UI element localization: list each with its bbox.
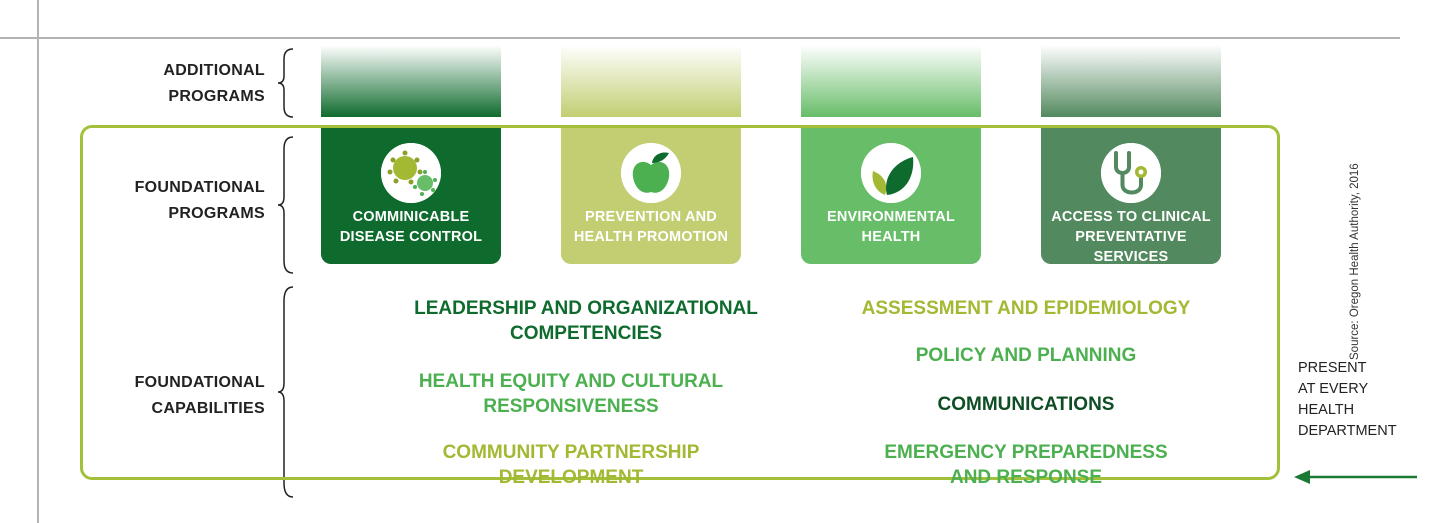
capability-communications: COMMUNICATIONS	[786, 392, 1266, 417]
row-label-foundational-programs: FOUNDATIONAL PROGRAMS	[65, 175, 265, 227]
program-communicable-disease: COMMINICABLE DISEASE CONTROL	[321, 125, 501, 264]
present-note: PRESENT AT EVERY HEALTH DEPARTMENT	[1298, 358, 1428, 442]
arrow-left-icon	[1294, 470, 1417, 484]
row-label-additional-programs: ADDITIONAL PROGRAMS	[65, 58, 265, 110]
capability-community-partnership: COMMUNITY PARTNERSHIP DEVELOPMENT	[331, 440, 811, 490]
source-note: Source: Oregon Health Authority, 2016	[1349, 163, 1361, 360]
capability-line: LEADERSHIP AND ORGANIZATIONAL	[414, 298, 758, 319]
program-environmental-health: ENVIRONMENTAL HEALTH	[801, 125, 981, 264]
capability-line: RESPONSIVENESS	[483, 396, 659, 417]
capability-line: HEALTH EQUITY AND CULTURAL	[418, 371, 724, 392]
capability-policy: POLICY AND PLANNING	[786, 343, 1266, 368]
capability-health-equity: HEALTH EQUITY AND CULTURAL RESPONSIVENES…	[331, 369, 811, 419]
capability-line: EMERGENCY PREPAREDNESS	[884, 442, 1168, 463]
top-axis-line	[0, 37, 1400, 39]
row-label-line: CAPABILITIES	[151, 400, 265, 417]
row-label-line: FOUNDATIONAL	[134, 374, 265, 391]
program-prevention: PREVENTION AND HEALTH PROMOTION	[561, 125, 741, 264]
additional-program-fade-1	[321, 45, 501, 117]
capability-line: COMMUNICATIONS	[937, 394, 1115, 415]
program-title: COMMINICABLE DISEASE CONTROL	[321, 207, 501, 247]
stethoscope-icon	[1101, 143, 1161, 203]
program-title-line: PREVENTATIVE SERVICES	[1075, 229, 1187, 265]
row-label-line: FOUNDATIONAL	[134, 179, 265, 196]
capability-line: AND RESPONSE	[949, 467, 1103, 488]
brace-foundational-programs	[277, 136, 294, 274]
program-clinical-services: ACCESS TO CLINICAL PREVENTATIVE SERVICES	[1041, 125, 1221, 267]
capability-line: DEVELOPMENT	[498, 467, 644, 488]
program-title-line: COMMINICABLE	[352, 209, 470, 225]
capability-line: ASSESSMENT AND EPIDEMIOLOGY	[861, 298, 1191, 319]
additional-program-fade-3	[801, 45, 981, 117]
program-title-line: HEALTH	[861, 229, 921, 245]
brace-foundational-capabilities	[277, 286, 294, 498]
capability-line: COMMUNITY PARTNERSHIP	[442, 442, 700, 463]
row-label-line: ADDITIONAL	[163, 62, 265, 79]
present-note-line: DEPARTMENT	[1298, 423, 1397, 439]
present-note-line: HEALTH	[1298, 402, 1355, 418]
row-label-foundational-capabilities: FOUNDATIONAL CAPABILITIES	[65, 370, 265, 422]
additional-program-fade-4	[1041, 45, 1221, 117]
left-axis-line	[37, 0, 39, 523]
capability-line: POLICY AND PLANNING	[915, 345, 1137, 366]
brace-additional-programs	[277, 48, 294, 118]
program-title: ENVIRONMENTAL HEALTH	[801, 207, 981, 247]
row-label-line: PROGRAMS	[168, 205, 265, 222]
leaves-icon	[861, 143, 921, 203]
program-title: PREVENTION AND HEALTH PROMOTION	[561, 207, 741, 247]
program-title-line: DISEASE CONTROL	[339, 229, 483, 245]
apple-icon	[621, 143, 681, 203]
capability-emergency: EMERGENCY PREPAREDNESS AND RESPONSE	[786, 440, 1266, 490]
capability-line: COMPETENCIES	[509, 323, 663, 344]
row-label-line: PROGRAMS	[168, 88, 265, 105]
additional-program-fade-2	[561, 45, 741, 117]
capability-assessment: ASSESSMENT AND EPIDEMIOLOGY	[786, 296, 1266, 321]
program-title-line: HEALTH PROMOTION	[573, 229, 729, 245]
program-title-line: ENVIRONMENTAL	[827, 209, 955, 225]
program-title-line: PREVENTION AND	[585, 209, 717, 225]
program-title: ACCESS TO CLINICAL PREVENTATIVE SERVICES	[1041, 207, 1221, 267]
present-note-line: PRESENT	[1298, 360, 1367, 376]
virus-icon	[381, 143, 441, 203]
capability-leadership: LEADERSHIP AND ORGANIZATIONAL COMPETENCI…	[346, 296, 826, 346]
present-note-line: AT EVERY	[1298, 381, 1369, 397]
program-title-line: ACCESS TO CLINICAL	[1051, 209, 1211, 225]
foundational-frame	[80, 125, 1280, 480]
